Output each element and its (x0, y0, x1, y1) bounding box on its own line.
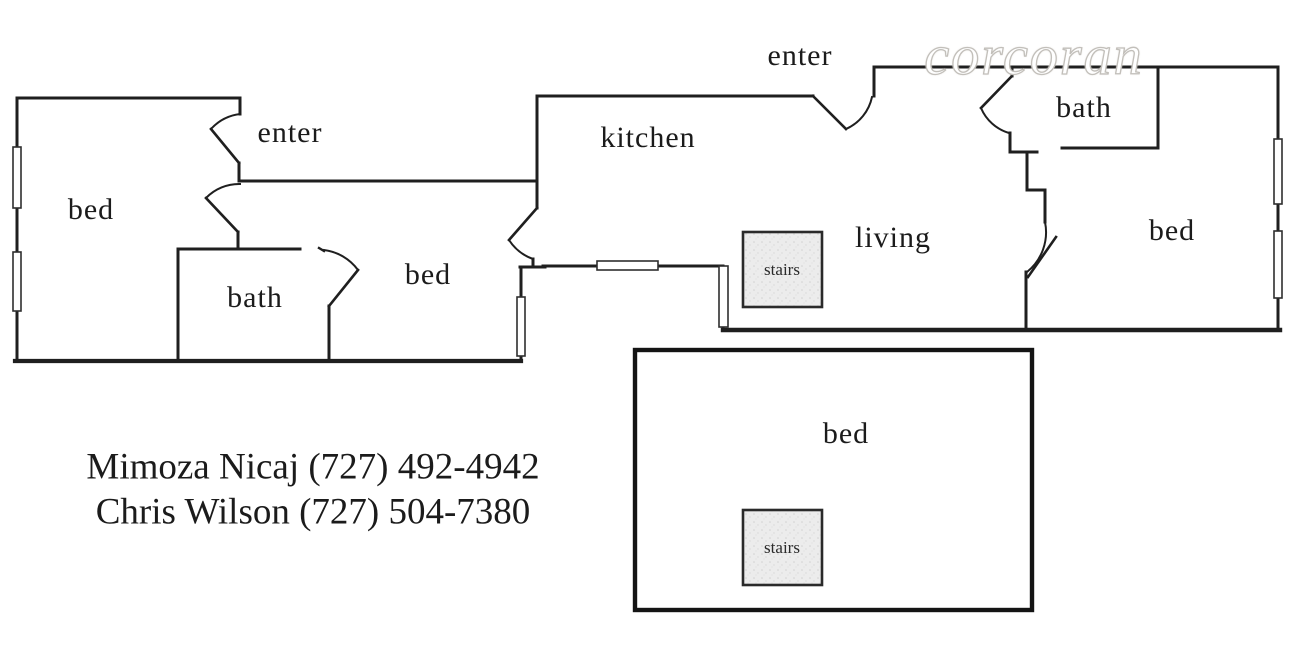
lower-bedroom-walls (632, 347, 1035, 613)
wall-right-bath (1060, 65, 1160, 150)
window-left-wall-lower (12, 251, 22, 312)
door-arc-left-bath (322, 248, 360, 272)
room-label-bath-left: bath (227, 281, 283, 314)
wall-entry-step (1008, 131, 1039, 154)
right-unit-walls (979, 65, 1160, 332)
room-label-enter-left: enter (257, 116, 323, 149)
door-leaf-left-bed (209, 127, 241, 165)
door-leaf-right-bed (1026, 235, 1058, 279)
contact-line-1: Mimoza Nicaj (727) 492-4942 (86, 446, 540, 488)
corcoran-watermark: corcoran (924, 24, 1144, 87)
wall-bed-right-step (1025, 150, 1047, 224)
room-label-bed-lower: bed (822, 417, 870, 450)
room-label-bath-right: bath (1056, 91, 1112, 124)
wall-lower-bedroom (632, 347, 1035, 613)
door-arc-enter-main (844, 95, 874, 131)
window-right-wall-lower (1273, 230, 1283, 299)
room-label-bed-middle: bed (404, 258, 452, 291)
stairs-lower-box (741, 508, 824, 587)
middle-unit-walls (507, 65, 1283, 333)
stairs-upper-label: stairs (764, 260, 800, 279)
door-leaf-hall (204, 196, 240, 234)
door-leaf-kitchen (507, 206, 539, 242)
window-living-left (718, 265, 729, 328)
door-arc-hall (204, 182, 242, 200)
room-label-kitchen: kitchen (600, 121, 696, 154)
door-leaf-enter-main (811, 94, 848, 131)
windows (12, 138, 1283, 357)
window-passthrough (596, 260, 659, 271)
window-left-wall-upper (12, 146, 22, 209)
window-right-wall-upper (1273, 138, 1283, 205)
stairs-upper-box (741, 230, 824, 309)
room-label-living: living (854, 221, 932, 254)
door-arc-right-bed (1025, 220, 1048, 274)
wall-hallway (237, 161, 539, 183)
wall-left-bed-outline (15, 96, 242, 363)
door-leaf-left-bath (327, 268, 360, 308)
stairs-lower-label: stairs (764, 538, 800, 557)
door-arc-left-bed (209, 112, 242, 131)
contact-line-2: Chris Wilson (727) 504-7380 (95, 491, 531, 533)
left-unit-walls (12, 96, 547, 364)
door-arc-kitchen (507, 238, 535, 261)
wall-left-bath (176, 247, 302, 363)
door-arc-enter-right (979, 106, 1011, 135)
room-label-enter-top: enter (767, 39, 833, 72)
door-leaf-enter-right (979, 74, 1014, 110)
room-label-bed-left: bed (67, 193, 115, 226)
wall-kitchen (535, 94, 815, 210)
window-mid-bed-right (516, 296, 526, 357)
room-label-bed-right: bed (1148, 214, 1196, 247)
